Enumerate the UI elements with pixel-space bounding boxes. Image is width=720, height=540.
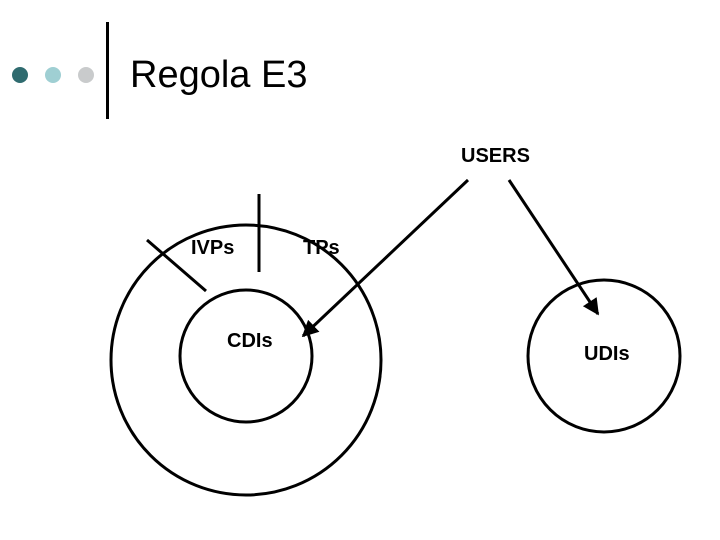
title-divider (106, 22, 109, 119)
cdis-circle (178, 288, 314, 424)
bullet-dot-dark (12, 67, 28, 83)
ring-divider-left (146, 238, 207, 293)
bullet-dot-light (45, 67, 61, 83)
label-cdis: CDIs (227, 330, 273, 352)
arrow-users-to-cdis (301, 178, 470, 338)
label-ivps: IVPs (191, 237, 234, 259)
udis-circle (526, 278, 682, 434)
bullet-dot-gray (78, 67, 94, 83)
label-users: USERS (461, 145, 530, 167)
arrow-users-to-udis (507, 179, 600, 316)
label-tps: TPs (303, 237, 340, 259)
slide-title: Regola E3 (130, 54, 308, 96)
label-udis: UDIs (584, 343, 630, 365)
outer-ring (109, 223, 383, 497)
